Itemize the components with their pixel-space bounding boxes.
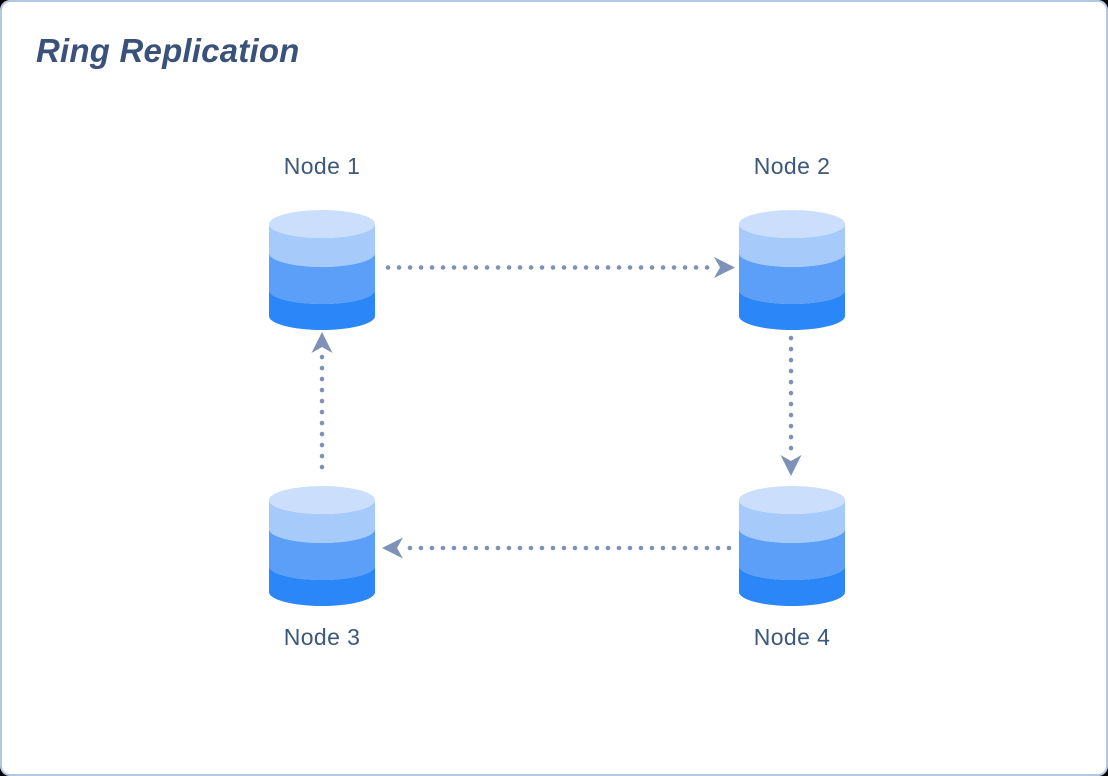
arrow-node3-to-node1: [311, 332, 333, 477]
node-label: Node 2: [753, 153, 831, 179]
cylinder-middle-band: [739, 529, 845, 580]
cylinder-middle-band: [269, 253, 375, 304]
cylinder-upper-band: [739, 224, 845, 267]
cylinder-top-face: [269, 486, 375, 514]
node-node2: Node 2: [739, 152, 845, 330]
page-title: Ring Replication: [36, 32, 300, 69]
arrow-node2-to-node4: [780, 335, 802, 476]
arrowhead-right-icon: [714, 257, 735, 278]
cylinder-middle-band: [739, 253, 845, 304]
arrow-node1-to-node2: [385, 257, 735, 278]
arrowhead-up-icon: [311, 332, 333, 353]
cylinder-bottom-band: [739, 290, 845, 330]
node-label: Node 1: [283, 153, 361, 179]
cylinder-upper-band: [269, 500, 375, 543]
database-icon: [269, 210, 375, 330]
node-node1: Node 1: [269, 152, 375, 330]
database-icon: [269, 486, 375, 606]
node-node4: Node 4: [739, 486, 845, 651]
cylinder-bottom-band: [269, 566, 375, 606]
cylinder-top-face: [739, 210, 845, 238]
cylinder-middle-band: [269, 529, 375, 580]
node-node3: Node 3: [269, 486, 375, 651]
cylinder-top-face: [269, 210, 375, 238]
arrowhead-down-icon: [780, 455, 802, 476]
node-label: Node 3: [283, 624, 361, 650]
cylinder-bottom-band: [739, 566, 845, 606]
node-label: Node 4: [753, 624, 831, 650]
cylinder-upper-band: [269, 224, 375, 267]
cylinder-bottom-band: [269, 290, 375, 330]
cylinder-upper-band: [739, 500, 845, 543]
arrowhead-left-icon: [382, 537, 403, 559]
database-icon: [739, 486, 845, 606]
arrow-node4-to-node3: [382, 537, 732, 559]
cylinder-top-face: [739, 486, 845, 514]
database-icon: [739, 210, 845, 330]
